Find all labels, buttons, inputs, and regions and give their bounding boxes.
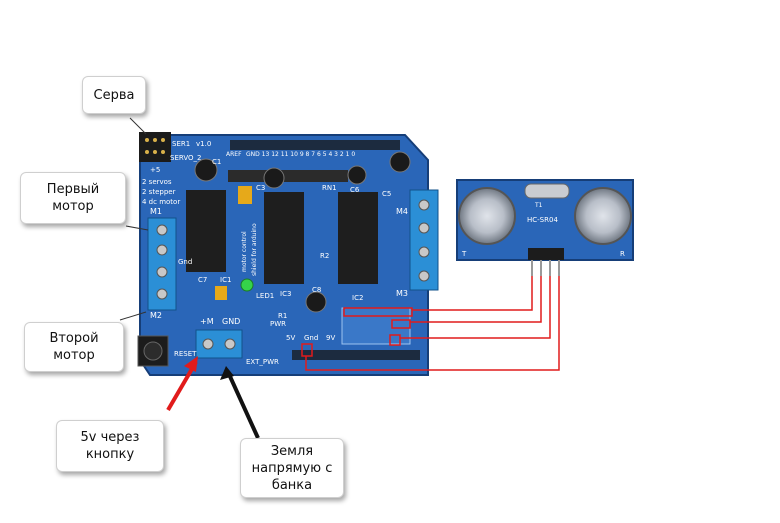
label-m4: M4 [396, 207, 408, 216]
label-rn1: RN1 [322, 184, 337, 192]
capacitor-c8 [305, 291, 327, 313]
capacitor-c2 [238, 186, 252, 204]
capacitor-c7 [215, 286, 227, 300]
label-5v: 5V [286, 334, 295, 342]
callout-second-motor-text: Второй мотор [49, 331, 99, 363]
label-c6: C6 [350, 186, 360, 194]
capacitor-c1 [194, 158, 218, 182]
ic3-chip [264, 192, 304, 284]
motor-shield-board: SER1 v1.0 SERVO_2 +5 2 servos 2 stepper … [137, 132, 439, 376]
capacitor-c5 [389, 151, 411, 173]
label-plus-m: +M [200, 317, 214, 326]
callout-power-text: 5v через кнопку [80, 430, 140, 462]
label-r2: R2 [320, 252, 329, 260]
label-gnd: GND [222, 317, 240, 326]
sensor-r-label: R [620, 250, 625, 258]
callout-servo-text: Серва [93, 87, 135, 103]
label-c1: C1 [212, 158, 221, 166]
label-9v: 9V [326, 334, 335, 342]
label-c5: C5 [382, 190, 391, 198]
label-vertical-1: motor control [241, 231, 248, 272]
label-m3: M3 [396, 289, 408, 298]
sensor-receiver-icon [574, 187, 632, 245]
callout-servo: Серва [82, 76, 146, 114]
callout-second-motor: Второй мотор [24, 322, 124, 372]
label-ic2: IC2 [352, 294, 363, 302]
top-pin-header [230, 140, 400, 150]
reset-button [137, 335, 169, 367]
red-arrow-icon [166, 360, 198, 412]
label-reset: RESET [174, 350, 197, 358]
ic1-chip [186, 190, 226, 272]
label-pins: GND 13 12 11 10 9 8 7 6 5 4 3 2 1 0 [246, 151, 355, 158]
callout-arrows [119, 117, 260, 439]
label-gnd2: Gnd [304, 334, 318, 342]
label-aref: AREF [226, 151, 242, 158]
sensor-model: HC-SR04 [527, 216, 558, 224]
label-line2: 2 stepper [142, 188, 176, 196]
callout-ground-from-bank: Земля напрямую с банка [240, 438, 344, 498]
sensor-t-label: T [461, 250, 467, 258]
label-ic1: IC1 [220, 276, 231, 284]
label-r1: R1 [278, 312, 287, 320]
label-pwr: PWR [270, 320, 286, 328]
ic4-chip [338, 192, 378, 284]
rn1-resistor-network [228, 170, 348, 182]
callout-first-motor: Первый мотор [20, 172, 126, 224]
label-version: v1.0 [196, 140, 211, 148]
servo-header [139, 132, 171, 162]
label-ext-pwr: EXT_PWR [246, 358, 279, 366]
sensor-transmitter-icon [458, 187, 516, 245]
label-line3: 4 dc motor [142, 198, 180, 206]
ultrasonic-sensor: T1 HC-SR04 T R [456, 179, 634, 276]
label-vertical-2: shield for arduino [251, 223, 258, 276]
led1 [240, 278, 254, 292]
label-line1: 2 servos [142, 178, 172, 186]
capacitor-c6 [347, 165, 367, 185]
callout-ground-text: Земля напрямую с банка [251, 443, 333, 493]
sensor-crystal [524, 183, 570, 199]
callout-first-motor-text: Первый мотор [46, 182, 100, 214]
label-plus5: +5 [150, 166, 160, 174]
label-ic3: IC3 [280, 290, 291, 298]
callout-power-via-button: 5v через кнопку [56, 420, 164, 472]
label-m1: M1 [150, 207, 162, 216]
label-gnd-left: Gnd [178, 258, 192, 266]
label-c8: C8 [312, 286, 321, 294]
sensor-t1: T1 [534, 202, 543, 209]
label-ser1: SER1 [172, 140, 190, 148]
io-pin-area [341, 307, 411, 345]
capacitor-c3 [263, 167, 285, 189]
sensor-wires [305, 276, 560, 371]
bottom-pin-header [292, 350, 420, 360]
label-led1: LED1 [256, 292, 274, 300]
label-c7: C7 [198, 276, 207, 284]
sensor-pin-header [528, 248, 564, 260]
label-m2: M2 [150, 311, 162, 320]
black-arrow-icon [226, 371, 260, 439]
label-servo2: SERVO_2 [170, 154, 201, 162]
label-c3: C3 [256, 184, 265, 192]
